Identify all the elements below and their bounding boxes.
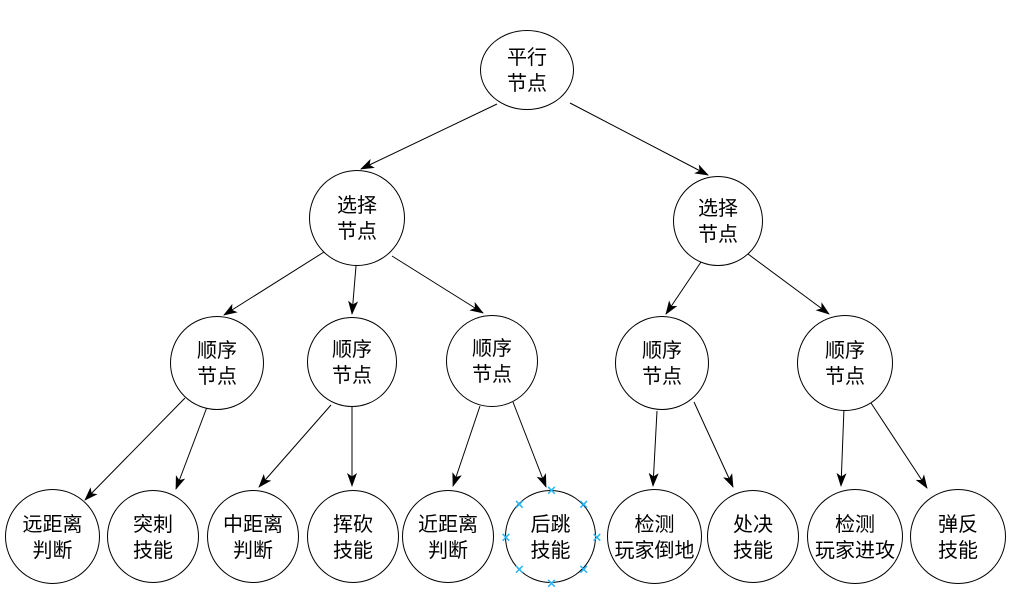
edge-sequence-1-far-distance-check — [84, 397, 186, 501]
edge-sequence-2-mid-distance-check — [258, 404, 332, 488]
selection-handle-icon[interactable]: × — [578, 497, 590, 513]
node-leaf-near-distance-check[interactable]: 近距离 判断 — [402, 490, 494, 583]
edge-selector-left-sequence-3 — [391, 255, 484, 314]
node-leaf-detect-player-down[interactable]: 检测 玩家倒地 — [607, 489, 702, 584]
edge-sequence-5-parry-skill — [870, 402, 928, 489]
node-label: 远距离 判断 — [22, 511, 83, 562]
node-label: 顺序 节点 — [642, 338, 682, 388]
node-label: 后跳 技能 — [530, 511, 571, 562]
selection-handle-icon[interactable]: × — [546, 576, 557, 592]
edge-sequence-3-back-jump-skill — [512, 401, 547, 488]
node-label: 顺序 节点 — [472, 336, 512, 386]
node-sequence-2[interactable]: 顺序 节点 — [307, 317, 397, 407]
node-label: 选择 节点 — [698, 196, 738, 246]
edge-selector-right-sequence-4 — [665, 261, 702, 315]
node-sequence-4[interactable]: 顺序 节点 — [615, 316, 709, 410]
selection-handle-icon[interactable]: × — [591, 530, 603, 545]
edge-sequence-5-detect-player-attack — [836, 407, 847, 487]
node-sequence-1[interactable]: 顺序 节点 — [170, 316, 264, 410]
node-selector-left[interactable]: 选择 节点 — [309, 170, 405, 266]
node-sequence-5[interactable]: 顺序 节点 — [797, 315, 893, 411]
node-label: 顺序 节点 — [197, 338, 237, 388]
node-leaf-execute-skill[interactable]: 处决 技能 — [707, 490, 799, 583]
selection-handle-icon[interactable]: × — [546, 483, 557, 499]
node-leaf-far-distance-check[interactable]: 远距离 判断 — [5, 489, 100, 584]
node-label: 挥砍 技能 — [333, 511, 373, 562]
node-label: 中距离 判断 — [223, 511, 283, 562]
edge-selector-left-sequence-2 — [348, 265, 359, 315]
edge-sequence-3-near-distance-check — [452, 405, 481, 487]
selection-handle-icon[interactable]: × — [513, 562, 525, 578]
selection-handle-icon[interactable]: × — [513, 497, 525, 513]
node-leaf-slash-skill[interactable]: 挥砍 技能 — [307, 490, 399, 583]
node-root-parallel[interactable]: 平行 节点 — [480, 30, 574, 110]
edge-sequence-1-thrust-skill — [175, 406, 208, 490]
node-leaf-mid-distance-check[interactable]: 中距离 判断 — [207, 490, 299, 583]
edge-root-selector-left — [360, 103, 498, 170]
edge-selector-left-sequence-1 — [223, 251, 325, 316]
node-leaf-detect-player-attack[interactable]: 检测 玩家进攻 — [807, 489, 903, 584]
node-label: 平行 节点 — [507, 45, 547, 95]
node-label: 顺序 节点 — [332, 337, 372, 387]
selection-handle-icon[interactable]: × — [578, 562, 590, 578]
node-label: 突刺 技能 — [133, 511, 173, 562]
node-label: 处决 技能 — [733, 511, 773, 562]
edge-selector-right-sequence-5 — [747, 253, 830, 315]
edge-sequence-4-detect-player-down — [648, 410, 659, 487]
node-label: 顺序 节点 — [825, 338, 865, 388]
node-sequence-3[interactable]: 顺序 节点 — [446, 315, 538, 407]
node-label: 弹反 技能 — [938, 511, 978, 562]
node-leaf-thrust-skill[interactable]: 突刺 技能 — [107, 490, 199, 583]
node-leaf-parry-skill[interactable]: 弹反 技能 — [910, 489, 1006, 584]
node-selector-right[interactable]: 选择 节点 — [673, 176, 763, 266]
selection-handle-icon[interactable]: × — [500, 530, 512, 545]
node-label: 选择 节点 — [337, 193, 377, 243]
edge-root-selector-right — [569, 102, 709, 176]
node-label: 检测 玩家倒地 — [614, 511, 695, 562]
node-label: 检测 玩家进攻 — [815, 511, 895, 562]
edge-sequence-4-execute-skill — [693, 401, 734, 488]
node-leaf-back-jump-skill[interactable]: 后跳 技能 × × × × × × × × — [501, 485, 603, 591]
node-label: 近距离 判断 — [418, 511, 478, 562]
